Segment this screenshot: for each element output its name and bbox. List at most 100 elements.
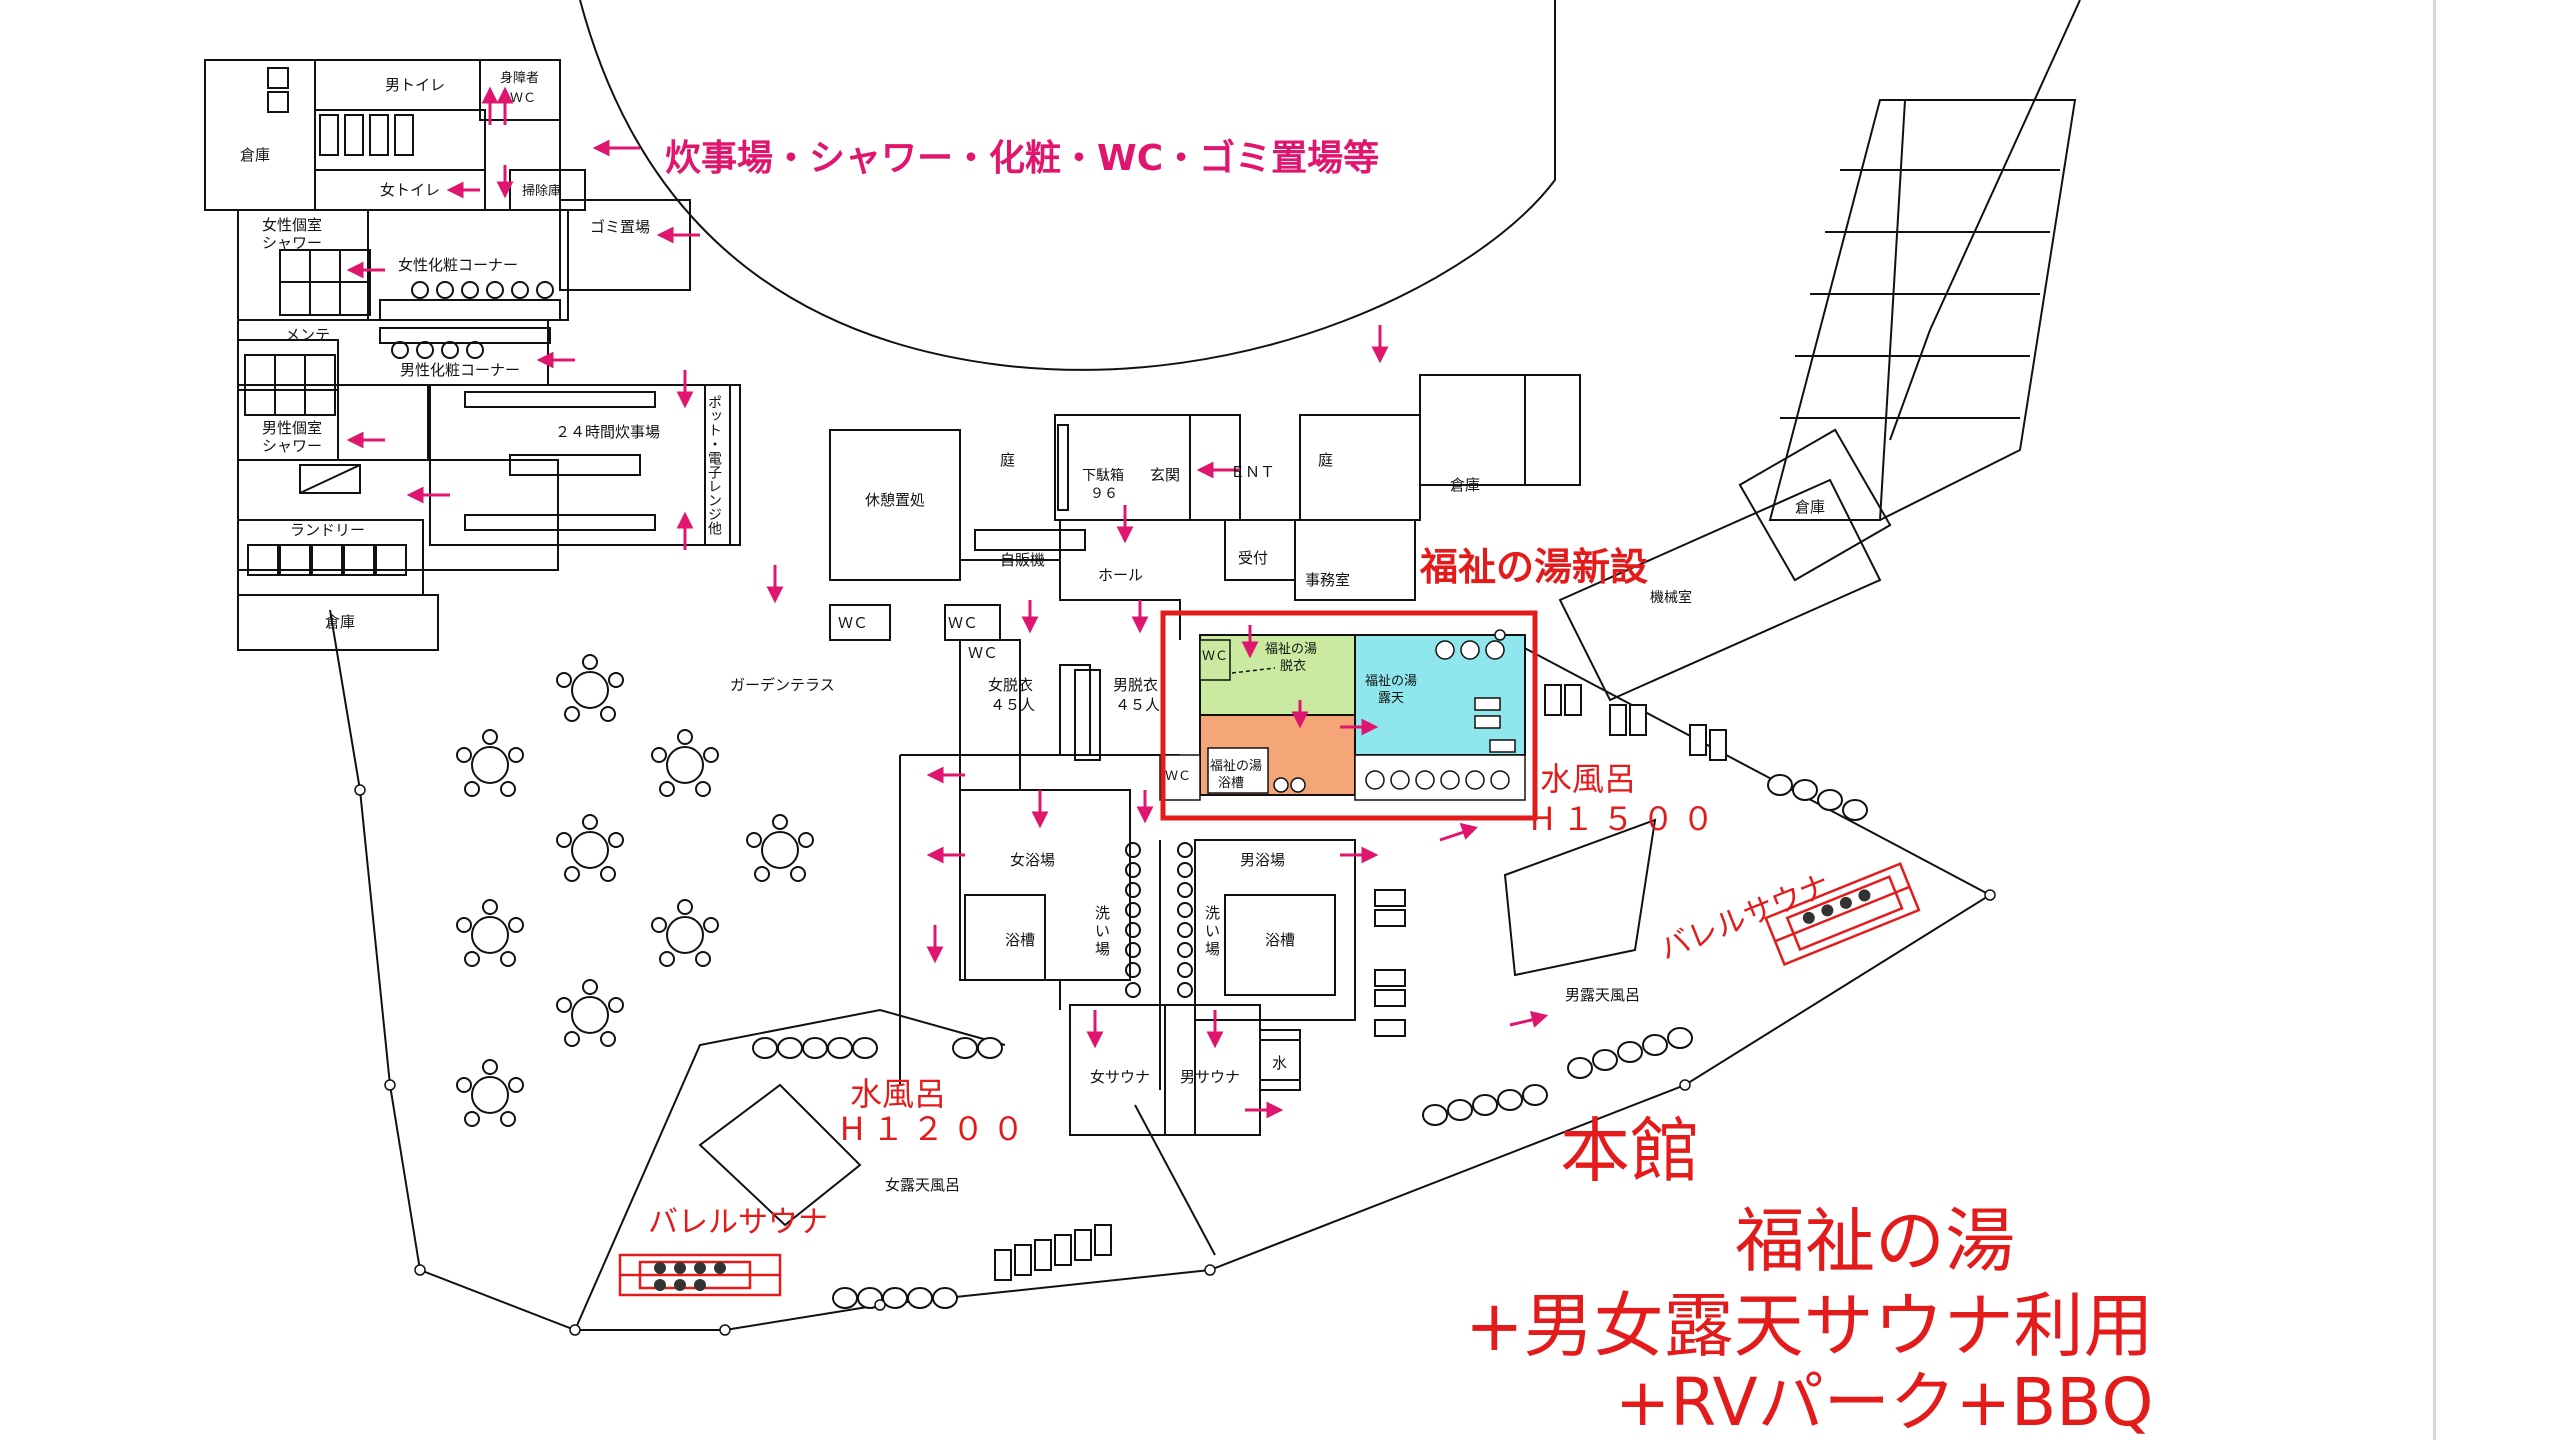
road-curve-top bbox=[579, 0, 1556, 371]
label-storage-mid: 倉庫 bbox=[1450, 476, 1480, 494]
label-wash-w-3: 場 bbox=[1095, 940, 1110, 958]
label-womens-shower-1: 女性個室 bbox=[262, 216, 322, 234]
label-ent: ＥＮＴ bbox=[1230, 463, 1275, 481]
cold-bath-left: 水風呂 bbox=[850, 1075, 946, 1113]
parking-area bbox=[1768, 99, 2077, 521]
room-labels: 男トイレ 身障者 ＷＣ 倉庫 女トイレ 掃除庫 ゴミ置場 女性個室 シャワー 女… bbox=[240, 70, 1825, 1194]
shower-grid-mens bbox=[244, 354, 336, 416]
storage-right-box bbox=[1738, 428, 1892, 582]
label-mens-bath: 男浴場 bbox=[1240, 851, 1285, 869]
loungers bbox=[994, 684, 1727, 1281]
label-womens-sauna: 女サウナ bbox=[1090, 1068, 1150, 1086]
label-wash-w-2: い bbox=[1095, 922, 1110, 940]
welfare-bath-block bbox=[1159, 610, 1538, 821]
laundry-machines bbox=[247, 544, 407, 576]
womens-outdoor-plinth bbox=[698, 1083, 862, 1227]
label-tub-w: 浴槽 bbox=[1005, 931, 1035, 949]
label-tub-m: 浴槽 bbox=[1265, 931, 1295, 949]
label-womens-toilet: 女トイレ bbox=[380, 181, 440, 199]
caption-line-2: 福祉の湯 bbox=[1735, 1200, 2015, 1282]
label-wash-m-3: 場 bbox=[1205, 940, 1220, 958]
label-disabled-wc-1: 身障者 bbox=[500, 70, 539, 86]
barrel-sauna-right bbox=[1764, 862, 1921, 967]
label-shoe-box-2: ９６ bbox=[1090, 486, 1118, 502]
label-welfare-wc: ＷＣ bbox=[1202, 649, 1228, 664]
label-hall: ホール bbox=[1098, 566, 1143, 584]
label-welfare-bath-2: 浴槽 bbox=[1218, 776, 1244, 791]
toilet-stalls bbox=[267, 67, 414, 156]
label-mens-dressing-2: ４５人 bbox=[1115, 696, 1160, 714]
label-garbage: ゴミ置場 bbox=[590, 218, 650, 236]
label-mens-shower-1: 男性個室 bbox=[262, 419, 322, 437]
page-edge-line bbox=[2433, 0, 2436, 1440]
label-pot-range: ポット・電子レンジ他 bbox=[706, 395, 722, 536]
label-shoe-box-1: 下駄箱 bbox=[1082, 468, 1124, 484]
road-right-edge bbox=[1889, 0, 2081, 441]
main-caption: 本館 福祉の湯 +男女露天サウナ利用 +RVパーク+BBQ bbox=[1465, 1110, 2154, 1440]
kitchen-counters bbox=[464, 391, 656, 531]
welfare-wc-top bbox=[1199, 639, 1231, 681]
label-storage-bottom: 倉庫 bbox=[325, 613, 355, 631]
h1500-label: H１５００ bbox=[1530, 800, 1722, 838]
label-mens-makeup: 男性化粧コーナー bbox=[400, 361, 520, 379]
label-entrance-hall: 玄関 bbox=[1150, 466, 1180, 484]
chair-row-women-bottom bbox=[832, 1287, 958, 1309]
label-mens-toilet: 男トイレ bbox=[385, 76, 445, 94]
label-storage-right: 倉庫 bbox=[1795, 498, 1825, 516]
label-storage-top: 倉庫 bbox=[240, 146, 270, 164]
label-welfare-outdoor-1: 福祉の湯 bbox=[1365, 674, 1417, 689]
label-womens-makeup: 女性化粧コーナー bbox=[398, 256, 518, 274]
outdoor-chairs bbox=[752, 684, 1868, 1309]
label-maintenance: メンテ bbox=[285, 326, 330, 344]
label-wc-b: ＷＣ bbox=[948, 614, 978, 632]
sinks-mens bbox=[379, 327, 551, 359]
label-womens-dressing-2: ４５人 bbox=[990, 696, 1035, 714]
label-womens-bath: 女浴場 bbox=[1010, 851, 1055, 869]
facility-building bbox=[204, 59, 741, 651]
label-rest-area: 休憩置処 bbox=[865, 491, 925, 509]
boundary-posts bbox=[354, 629, 1996, 1336]
label-water: 水 bbox=[1272, 1054, 1287, 1072]
label-womens-shower-2: シャワー bbox=[262, 234, 322, 252]
mens-outdoor-plinth bbox=[1503, 818, 1657, 977]
label-wc-c: ＷＣ bbox=[968, 644, 998, 662]
chair-row-men-mid bbox=[1422, 1027, 1693, 1126]
label-womens-dressing-1: 女脱衣 bbox=[988, 676, 1033, 694]
welfare-tub bbox=[1207, 747, 1269, 794]
label-disabled-wc-2: ＷＣ bbox=[510, 91, 536, 106]
sinks-womens bbox=[379, 281, 561, 321]
label-garden: 庭 bbox=[1000, 451, 1015, 469]
site-line-right bbox=[419, 634, 1993, 1331]
shower-grid-womens bbox=[279, 249, 371, 316]
label-garden-terrace: ガーデンテラス bbox=[730, 676, 835, 694]
label-mens-outdoor: 男露天風呂 bbox=[1565, 986, 1640, 1004]
label-wash-w-1: 洗 bbox=[1095, 904, 1110, 922]
label-welfare-wc2: ＷＣ bbox=[1165, 769, 1191, 784]
cold-bath-right: 水風呂 bbox=[1540, 760, 1636, 798]
label-womens-outdoor: 女露天風呂 bbox=[885, 1176, 960, 1194]
label-wc-a: ＷＣ bbox=[838, 614, 868, 632]
caption-line-3: +男女露天サウナ利用 bbox=[1465, 1285, 2154, 1367]
welfare-highlight-frame bbox=[1160, 610, 1538, 821]
label-cleaning: 掃除庫 bbox=[522, 183, 561, 199]
annotations: 炊事場・シャワー・化粧・WC・ゴミ置場等 福祉の湯新設 水風呂 H１５００ バレ… bbox=[648, 137, 1835, 1240]
label-vending: 自販機 bbox=[1000, 551, 1045, 569]
main-building bbox=[829, 374, 1581, 1136]
facilities-heading: 炊事場・シャワー・化粧・WC・ゴミ置場等 bbox=[665, 137, 1379, 179]
label-mens-shower-2: シャワー bbox=[262, 437, 322, 455]
label-reception: 受付 bbox=[1238, 549, 1268, 567]
caption-line-1: 本館 bbox=[1560, 1110, 1700, 1192]
label-machine-room: 機械室 bbox=[1650, 589, 1692, 606]
flow-arrows bbox=[346, 86, 1549, 1119]
barrel-sauna-left-label: バレルサウナ bbox=[648, 1205, 828, 1240]
garden-tables bbox=[456, 654, 814, 1127]
label-mens-dressing-1: 男脱衣 bbox=[1113, 676, 1158, 694]
label-wash-m-1: 洗 bbox=[1205, 904, 1220, 922]
chair-row-right bbox=[1767, 774, 1868, 821]
caption-line-4: +RVパーク+BBQ bbox=[1615, 1364, 2154, 1440]
welfare-wc-bottom bbox=[1159, 754, 1201, 801]
h1200-label: H１２００ bbox=[840, 1110, 1032, 1148]
label-laundry: ランドリー bbox=[290, 521, 365, 539]
site-line-center bbox=[1134, 1104, 1216, 1256]
